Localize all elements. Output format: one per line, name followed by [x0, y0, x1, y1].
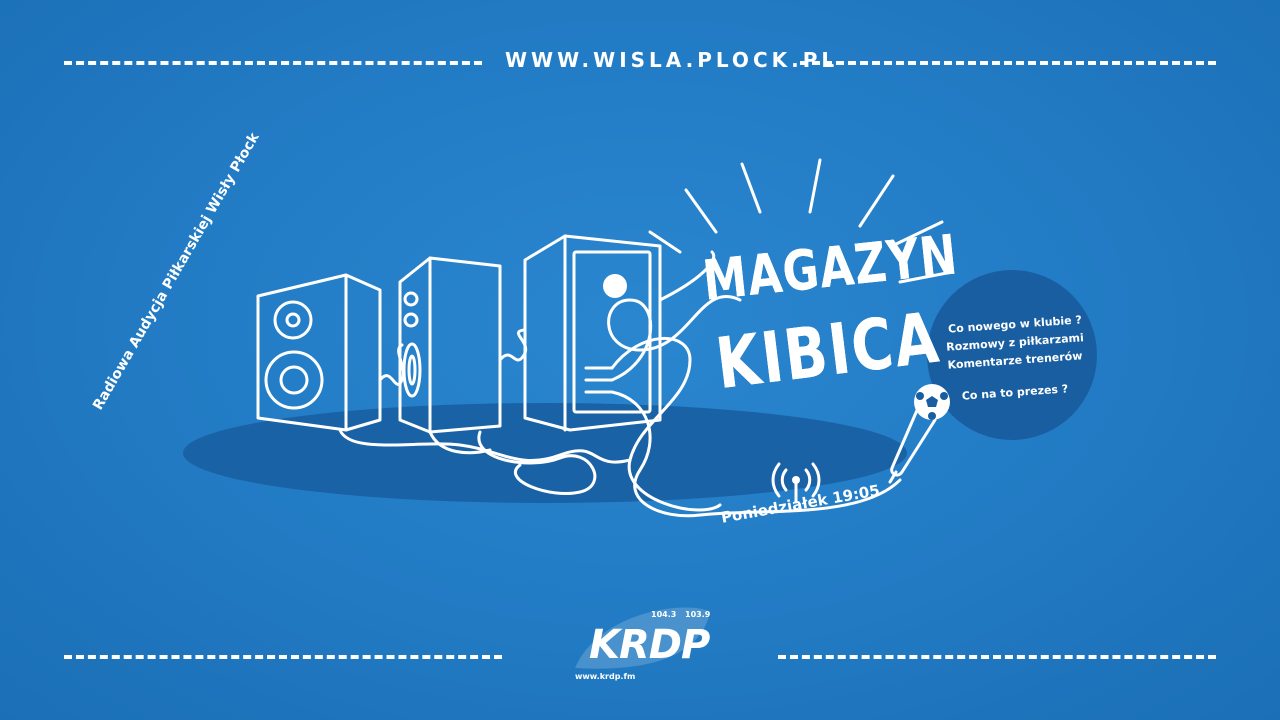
top-right-dashed-line	[800, 61, 1216, 65]
speaker-icon	[523, 234, 662, 432]
krdp-logo[interactable]: 104.3 103.9 KRDP www.krdp.fm	[567, 608, 717, 688]
bottom-right-dashed-line	[778, 655, 1216, 659]
frequency-2: 103.9	[685, 610, 711, 619]
logo-wordmark: KRDP	[589, 622, 710, 668]
microphone-icon	[888, 406, 937, 484]
info-bubble	[927, 270, 1097, 440]
tangled-cables	[338, 250, 902, 518]
speaker-shadow	[183, 403, 907, 503]
antenna-icon	[771, 462, 821, 504]
bottom-left-dashed-line	[64, 655, 502, 659]
top-left-dashed-line	[64, 61, 482, 65]
krdp-logo-swoosh	[575, 607, 710, 669]
ray-lines	[648, 158, 954, 284]
frequency-1: 104.3	[651, 610, 677, 619]
football-icon	[914, 384, 950, 420]
speaker-icon	[256, 273, 382, 432]
logo-url[interactable]: www.krdp.fm	[575, 672, 636, 681]
